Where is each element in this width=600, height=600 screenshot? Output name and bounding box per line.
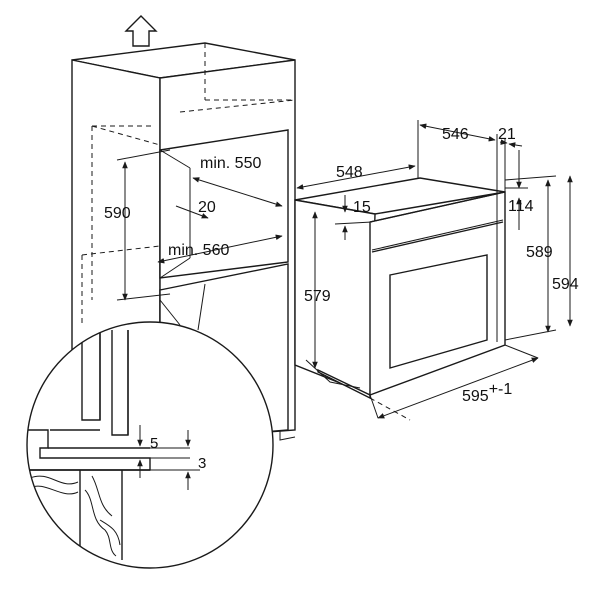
total-height-label: 594	[552, 276, 579, 293]
min-width-label: min. 550	[200, 155, 261, 172]
panel-thickness-label: 21	[498, 126, 516, 143]
top-offset-label: 15	[353, 199, 371, 216]
front-offset-label: 114	[508, 198, 534, 215]
detail-gap-5-label: 5	[150, 435, 158, 452]
oven-dimensions: 548 546 21 15 579 114 589 594	[294, 120, 579, 421]
detail-gap-3-label: 3	[198, 455, 206, 472]
detail-circle: 5 3	[26, 321, 274, 569]
up-arrow-icon	[124, 15, 158, 47]
width-label: 595+-1	[462, 381, 512, 405]
min-depth-label: min. 560	[168, 242, 229, 259]
panel-depth-label: 546	[442, 126, 469, 143]
cabinet-dimensions: 590 min. 550 20 min. 560	[104, 149, 283, 301]
cabinet-height-label: 590	[104, 205, 131, 222]
side-height-label: 579	[304, 288, 331, 305]
oven-depth-label: 548	[336, 164, 363, 181]
body-height-label: 589	[526, 244, 553, 261]
gap-20-label: 20	[198, 199, 216, 216]
